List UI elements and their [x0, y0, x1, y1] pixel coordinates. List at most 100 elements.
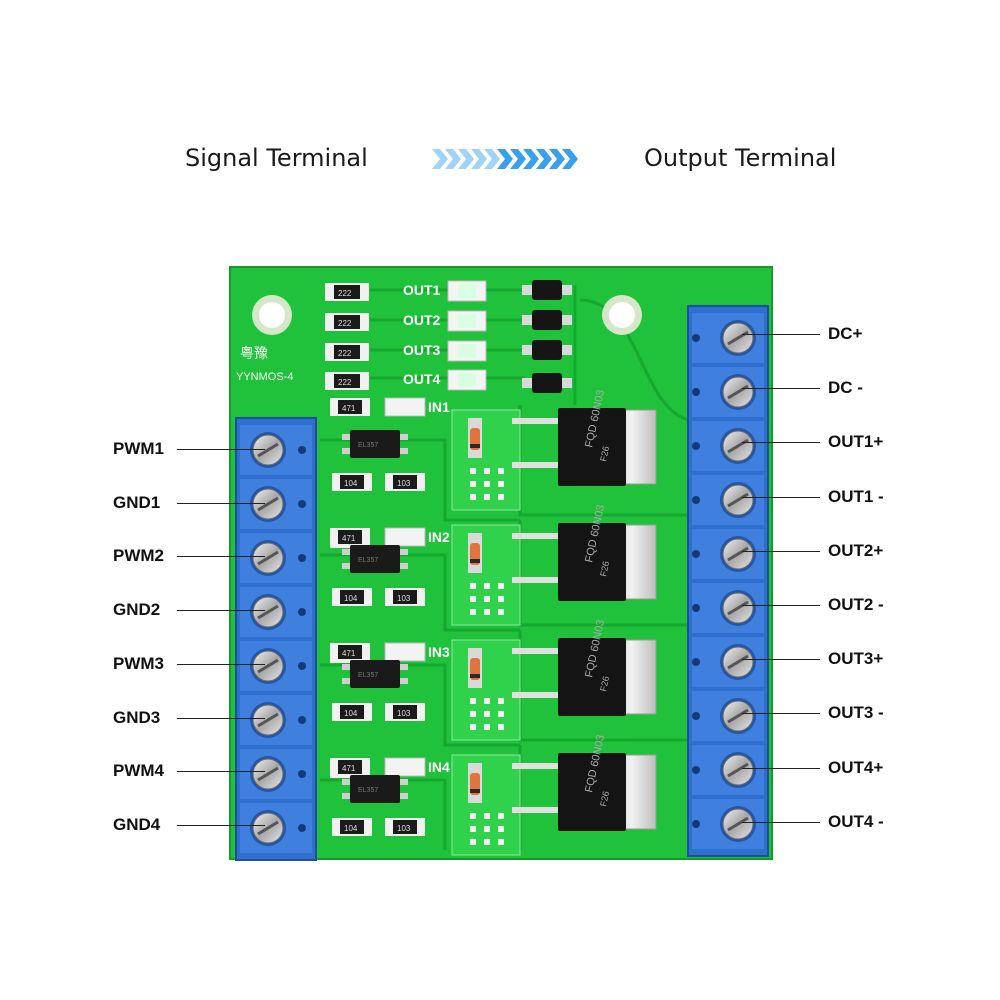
svg-text:F26: F26	[598, 445, 611, 462]
svg-text:104: 104	[344, 479, 358, 488]
leader-line	[742, 713, 820, 715]
resistor: 222	[325, 313, 369, 331]
leader-line	[742, 767, 820, 769]
resistor: 222	[325, 372, 369, 390]
optocoupler: EL357	[342, 660, 408, 688]
chevron-right-icon	[510, 149, 526, 169]
signal-label-pwm1: PWM1	[113, 439, 164, 458]
chevron-right-icon	[562, 149, 578, 169]
screw-icon	[692, 799, 764, 849]
signal-label-gnd3: GND3	[113, 707, 161, 727]
pad-area	[451, 524, 521, 626]
signal-label-gnd4: GND4	[113, 814, 161, 834]
svg-text:103: 103	[397, 594, 411, 603]
resistor: 222	[325, 283, 369, 301]
leader-line	[742, 496, 820, 498]
diode	[522, 340, 572, 360]
screw-icon	[692, 691, 764, 741]
chevron-right-icon	[432, 149, 448, 169]
direction-arrows-icon	[432, 149, 578, 169]
pad-area	[451, 639, 521, 741]
chevron-right-icon	[484, 149, 500, 169]
chevron-right-icon	[523, 149, 539, 169]
resistor: 471	[330, 643, 370, 661]
resistor: 471	[330, 398, 370, 416]
leader-line	[742, 334, 820, 335]
leader-line	[742, 605, 820, 606]
optocoupler: EL357	[342, 775, 408, 803]
output-terminal-heading: Output Terminal	[644, 144, 837, 172]
led	[447, 280, 487, 302]
leader-line	[742, 550, 820, 552]
screw-icon	[692, 313, 764, 363]
svg-text:EL357: EL357	[358, 787, 378, 794]
led-label: OUT4	[403, 371, 441, 387]
svg-text:471: 471	[342, 534, 356, 543]
svg-text:103: 103	[397, 479, 411, 488]
svg-text:222: 222	[338, 378, 352, 387]
signal-label-pwm4: PWM4	[113, 761, 164, 781]
input-label: IN4	[428, 759, 450, 775]
signal-label-pwm2: PWM2	[113, 546, 164, 566]
svg-text:222: 222	[338, 349, 352, 358]
leader-line	[177, 449, 265, 450]
screw-icon	[692, 637, 764, 687]
diode	[468, 763, 482, 803]
leader-line	[742, 821, 820, 823]
screw-icon	[240, 425, 312, 475]
screw-icon	[692, 367, 764, 417]
screw-icon	[240, 695, 312, 745]
led-label: OUT3	[403, 342, 441, 358]
resistor: 104	[332, 703, 372, 721]
leader-line	[742, 388, 820, 390]
svg-text:222: 222	[338, 319, 352, 328]
screw-icon	[240, 479, 312, 529]
chevron-right-icon	[549, 149, 565, 169]
input-label: IN1	[428, 399, 450, 415]
led	[447, 340, 487, 362]
mounting-hole-icon	[602, 295, 642, 335]
screw-icon	[692, 475, 764, 525]
screw-icon	[240, 533, 312, 583]
diode	[468, 418, 482, 458]
output-label-4: OUT2+	[828, 540, 884, 560]
leader-line	[742, 659, 820, 661]
screw-icon	[692, 529, 764, 579]
pad-area	[451, 754, 521, 856]
led	[384, 527, 426, 547]
screw-icon	[240, 803, 312, 853]
resistor: 104	[332, 473, 372, 491]
optocoupler: EL357	[342, 545, 408, 573]
resistor: 103	[385, 588, 425, 606]
input-label: IN2	[428, 529, 450, 545]
chevron-right-icon	[458, 149, 474, 169]
svg-text:471: 471	[342, 764, 356, 773]
svg-text:222: 222	[338, 289, 352, 298]
output-label-7: OUT3 -	[828, 703, 884, 723]
chevron-right-icon	[536, 149, 552, 169]
screw-icon	[240, 749, 312, 799]
resistor: 103	[385, 703, 425, 721]
svg-text:EL357: EL357	[358, 672, 378, 679]
brand-text: 粤豫	[240, 345, 268, 361]
chevron-right-icon	[471, 149, 487, 169]
resistor: 104	[332, 818, 372, 836]
svg-text:EL357: EL357	[358, 557, 378, 564]
chevron-right-icon	[445, 149, 461, 169]
leader-line	[177, 663, 265, 665]
signal-label-gnd1: GND1	[113, 492, 161, 512]
leader-line	[177, 610, 265, 612]
input-label: IN3	[428, 644, 450, 660]
svg-text:104: 104	[344, 594, 358, 603]
led	[447, 369, 487, 391]
output-label-5: OUT2 -	[828, 595, 884, 614]
leader-line	[177, 502, 265, 504]
resistor: 471	[330, 528, 370, 546]
chevron-right-icon	[497, 149, 513, 169]
screw-icon	[240, 587, 312, 637]
